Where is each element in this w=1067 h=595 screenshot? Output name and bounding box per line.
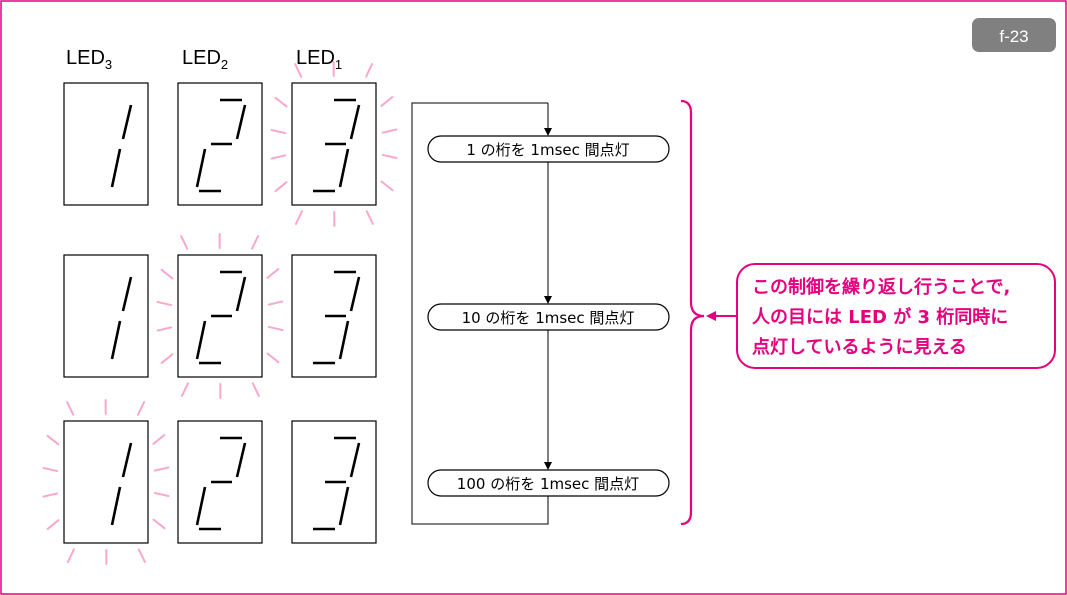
flow-step-1-label: 1 の桁を 1msec 間点灯 [466, 141, 629, 159]
figure-label-text: f-23 [999, 27, 1028, 46]
led-header-1-base: LED [296, 47, 335, 69]
callout-line-2: 人の目には LED が 3 桁同時に [752, 306, 1008, 328]
digit-box [64, 255, 148, 377]
led-header-2-base: LED [182, 47, 221, 69]
figure-label-badge: f-23 [972, 18, 1056, 52]
led-header-3-base: LED [66, 47, 105, 69]
led-led2-row-3 [178, 421, 262, 543]
digit-box [64, 421, 148, 543]
explanation-callout: この制御を繰り返し行うことで, 人の目には LED が 3 桁同時に 点灯してい… [706, 264, 1055, 368]
callout-line-1: この制御を繰り返し行うことで, [752, 276, 1010, 298]
led-led1-row-3 [292, 421, 376, 543]
led-led3-row-1 [64, 83, 148, 205]
flow-step-2: 10 の桁を 1msec 間点灯 [428, 304, 669, 330]
led-display-grid [44, 62, 397, 564]
flow-step-3: 100 の桁を 1msec 間点灯 [428, 470, 669, 496]
led-led1-row-2 [292, 255, 376, 377]
led-led3-row-2 [64, 255, 148, 377]
flow-step-2-label: 10 の桁を 1msec 間点灯 [462, 309, 635, 327]
led-header-2-sub: 2 [221, 57, 228, 72]
flow-step-1: 1 の桁を 1msec 間点灯 [428, 136, 669, 162]
digit-box [64, 83, 148, 205]
flow-step-3-label: 100 の桁を 1msec 間点灯 [457, 475, 639, 493]
callout-line-3: 点灯しているように見える [752, 336, 967, 358]
led-led2-row-1 [178, 83, 262, 205]
led-header-1-sub: 1 [335, 57, 342, 72]
led-header-3-sub: 3 [105, 57, 112, 72]
